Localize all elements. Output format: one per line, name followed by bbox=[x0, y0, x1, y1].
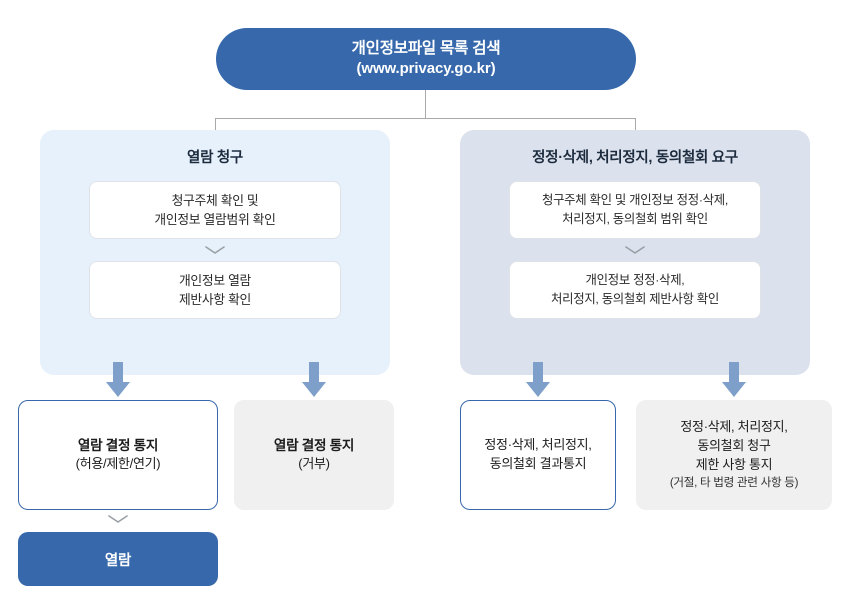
outcome-line: (거부) bbox=[298, 456, 330, 472]
step-line: 개인정보 열람범위 확인 bbox=[154, 212, 276, 227]
step-box-access-2: 개인정보 열람 제반사항 확인 bbox=[89, 261, 341, 319]
root-node-url: (www.privacy.go.kr) bbox=[356, 60, 496, 78]
panel-access-request-title: 열람 청구 bbox=[187, 150, 243, 166]
connector-drop-left bbox=[215, 118, 216, 131]
outcome-line: 동의철회 결과통지 bbox=[489, 456, 587, 471]
panel-correction-request-title: 정정·삭제, 처리정지, 동의철회 요구 bbox=[532, 150, 738, 166]
arrow-down-icon-correction-result bbox=[525, 362, 551, 398]
chevron-down-icon-final bbox=[18, 508, 218, 530]
step-box-access-1: 청구주체 확인 및 개인정보 열람범위 확인 bbox=[89, 181, 341, 239]
panel-correction-request: 정정·삭제, 처리정지, 동의철회 요구 청구주체 확인 및 개인정보 정정·삭… bbox=[460, 130, 810, 375]
final-node-access: 열람 bbox=[18, 532, 218, 586]
arrow-down-icon-access-refuse bbox=[301, 362, 327, 398]
arrow-down-icon-access-allow bbox=[105, 362, 131, 398]
outcome-box-access-allow: 열람 결정 통지 (허용/제한/연기) bbox=[18, 400, 218, 510]
outcome-box-correction-limit: 정정·삭제, 처리정지, 동의철회 청구 제한 사항 통지 (거절, 타 법령 … bbox=[636, 400, 832, 510]
connector-drop-right bbox=[635, 118, 636, 131]
outcome-line: 제한 사항 통지 bbox=[695, 457, 773, 473]
step-line: 제반사항 확인 bbox=[178, 292, 252, 307]
outcome-box-correction-result: 정정·삭제, 처리정지, 동의철회 결과통지 bbox=[460, 400, 616, 510]
panel-access-request: 열람 청구 청구주체 확인 및 개인정보 열람범위 확인 개인정보 열람 제반사… bbox=[40, 130, 390, 375]
chevron-down-icon bbox=[40, 239, 390, 261]
outcome-box-access-refuse: 열람 결정 통지 (거부) bbox=[234, 400, 394, 510]
step-line: 처리정지, 동의철회 범위 확인 bbox=[562, 212, 708, 226]
outcome-line: 열람 결정 통지 bbox=[273, 437, 355, 453]
arrow-down-icon-correction-limit bbox=[721, 362, 747, 398]
outcome-line: 정정·삭제, 처리정지, bbox=[484, 437, 592, 453]
chevron-down-icon bbox=[460, 239, 810, 261]
step-line: 청구주체 확인 및 bbox=[171, 192, 259, 208]
connector-trunk-vertical bbox=[425, 90, 426, 118]
step-line: 처리정지, 동의철회 제반사항 확인 bbox=[551, 292, 719, 306]
step-box-correction-2: 개인정보 정정·삭제, 처리정지, 동의철회 제반사항 확인 bbox=[509, 261, 761, 319]
final-node-label: 열람 bbox=[104, 552, 132, 569]
root-node-title: 개인정보파일 목록 검색 bbox=[351, 40, 501, 58]
step-box-correction-1: 청구주체 확인 및 개인정보 정정·삭제, 처리정지, 동의철회 범위 확인 bbox=[509, 181, 761, 239]
step-line: 개인정보 정정·삭제, bbox=[585, 273, 685, 288]
root-node-privacy-file-search: 개인정보파일 목록 검색 (www.privacy.go.kr) bbox=[216, 28, 636, 90]
step-line: 청구주체 확인 및 개인정보 정정·삭제, bbox=[541, 193, 729, 208]
outcome-line: 정정·삭제, 처리정지, bbox=[680, 419, 788, 435]
step-line: 개인정보 열람 bbox=[178, 272, 252, 288]
outcome-line: 열람 결정 통지 bbox=[77, 437, 159, 453]
outcome-line: 동의철회 청구 bbox=[697, 438, 771, 454]
outcome-line: (허용/제한/연기) bbox=[75, 456, 161, 472]
outcome-line-note: (거절, 타 법령 관련 사항 등) bbox=[669, 475, 799, 489]
connector-horizontal-bus bbox=[215, 118, 636, 119]
